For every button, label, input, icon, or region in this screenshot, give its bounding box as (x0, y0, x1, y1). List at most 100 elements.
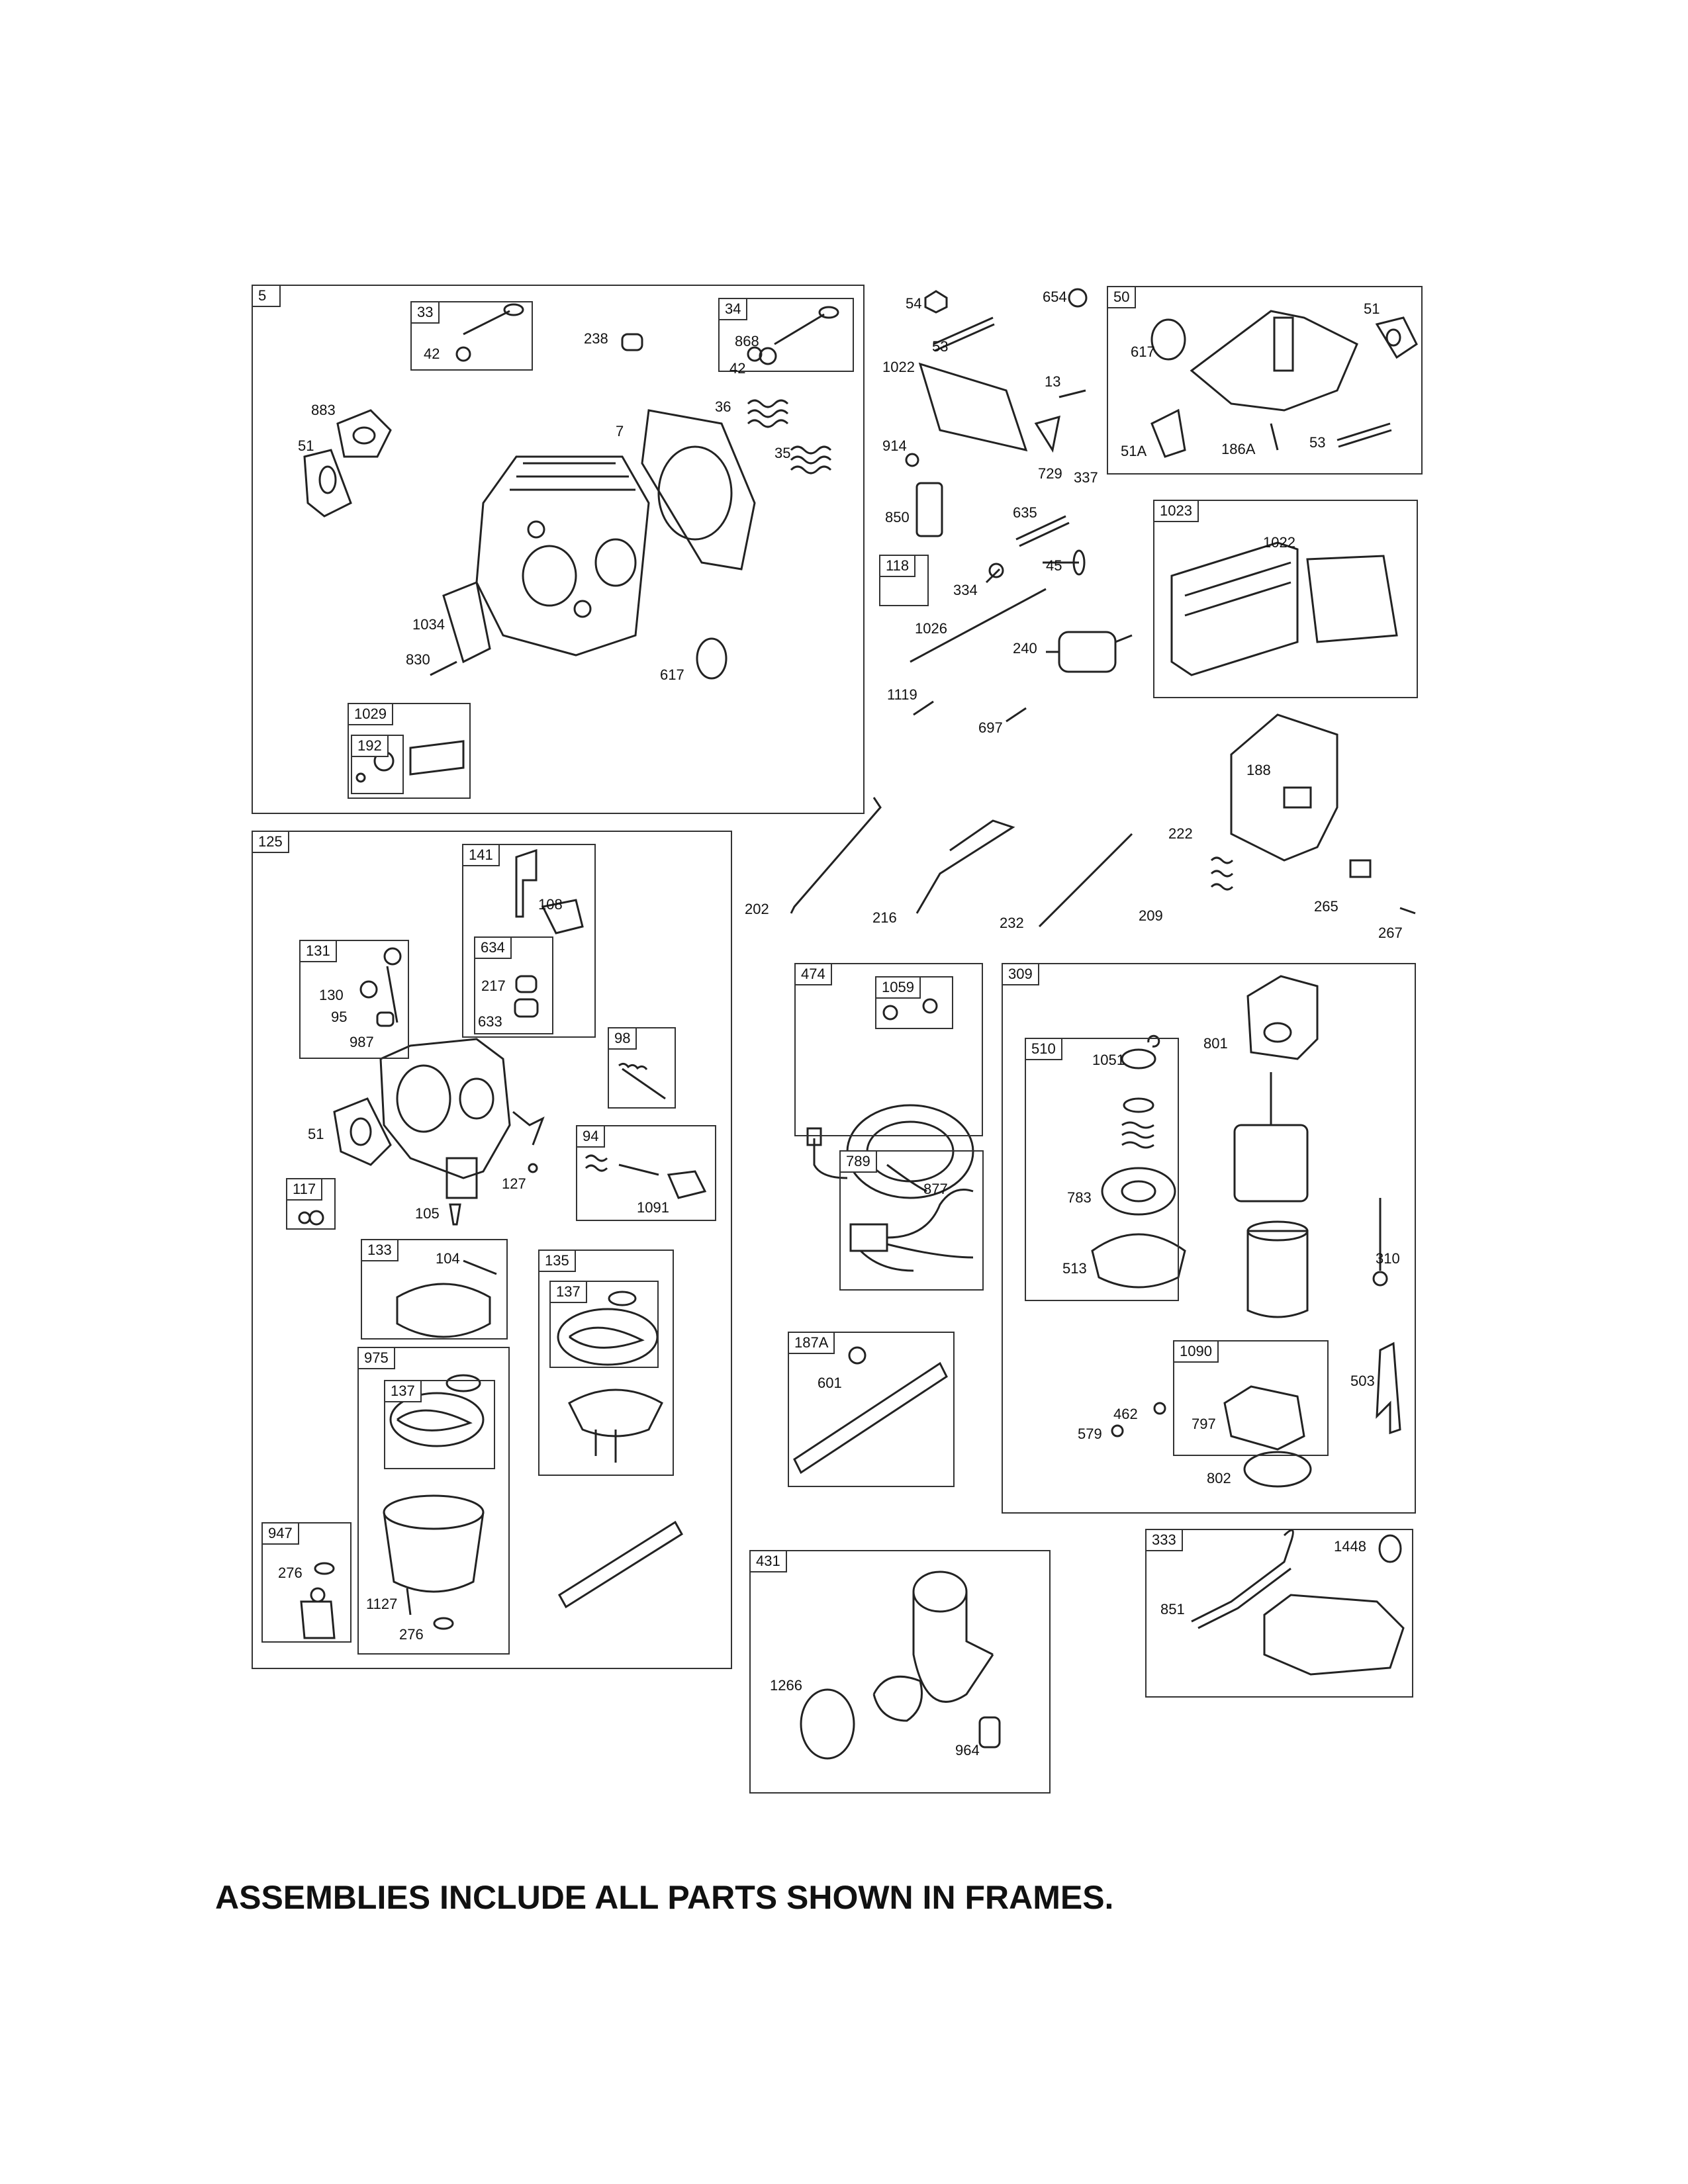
frame-1059: 1059 (875, 976, 953, 1029)
callout-label: 127 (502, 1175, 526, 1192)
callout-label: 267 (1378, 925, 1403, 941)
frame-label: 333 (1147, 1530, 1183, 1551)
frame-exhaust-valve: 34 (718, 298, 854, 372)
callout-label: 7 (616, 423, 624, 439)
valve-icon (747, 306, 839, 365)
dipstick-icon (910, 588, 1047, 663)
callout-label: 783 (1067, 1189, 1092, 1206)
carb-gasket-icon (333, 1097, 392, 1166)
callout-label: 987 (350, 1034, 374, 1050)
callout-label: 216 (872, 909, 897, 926)
bolt-icon (924, 288, 1088, 352)
float-icon (396, 1283, 491, 1338)
callout-label: 186A (1221, 441, 1256, 457)
callout-label: 1266 (770, 1677, 802, 1694)
callout-label: 633 (478, 1013, 502, 1030)
callout-label: 95 (331, 1009, 348, 1025)
callout-label: 42 (729, 360, 746, 377)
callout-label: 104 (436, 1250, 460, 1267)
callout-label: 503 (1350, 1373, 1375, 1389)
gasket-icon (303, 409, 392, 518)
frame-label: 137 (551, 1282, 587, 1303)
callout-label: 42 (424, 345, 440, 362)
callout-label: 1022 (1263, 534, 1295, 551)
callout-label: 697 (978, 719, 1003, 736)
callout-label: 108 (538, 896, 563, 913)
frame-label: 474 (796, 964, 832, 985)
frame-label: 118 (880, 556, 916, 577)
callout-label: 1448 (1334, 1538, 1366, 1555)
frame-label: 634 (475, 938, 512, 959)
callout-label: 1034 (412, 616, 445, 633)
frame-137-b: 137 (384, 1380, 495, 1469)
diaphragm-icon (389, 1392, 485, 1447)
frame-label: 5 (253, 286, 281, 307)
callout-label: 868 (735, 333, 759, 349)
frame-label: 1059 (876, 978, 921, 999)
float-bowl-icon (383, 1494, 485, 1593)
frame-screw-kit: 118 (879, 555, 929, 606)
callout-label: 601 (818, 1375, 842, 1391)
callout-label: 1119 (887, 686, 917, 703)
frame-label: 33 (412, 302, 440, 324)
callout-label: 238 (584, 330, 608, 347)
frame-starter-drive: 510 (1025, 1038, 1179, 1301)
frame-label: 117 (287, 1179, 323, 1201)
callout-label: 337 (1074, 469, 1098, 486)
callout-label: 617 (1131, 343, 1155, 360)
spring-icon (747, 399, 832, 475)
ignition-coil-icon (1191, 1529, 1405, 1676)
frame-975: 975 (357, 1347, 510, 1655)
callout-label: 1051 (1092, 1052, 1125, 1068)
frame-air-elbow: 431 (749, 1550, 1051, 1794)
plate-icon (442, 580, 491, 664)
callout-label: 188 (1246, 762, 1271, 778)
callout-label: 222 (1168, 825, 1193, 842)
callout-label: 51 (1364, 300, 1380, 317)
frame-label: 98 (609, 1028, 637, 1050)
assemblies-note: ASSEMBLIES INCLUDE ALL PARTS SHOWN IN FR… (215, 1879, 1114, 1916)
callout-label: 1127 (366, 1596, 398, 1612)
frame-label: 1023 (1154, 501, 1199, 522)
fuel-hose-icon (793, 1361, 948, 1475)
callout-label: 53 (932, 338, 949, 355)
callout-label: 513 (1062, 1260, 1087, 1277)
frame-94: 94 (576, 1125, 716, 1221)
callout-label: 334 (953, 582, 978, 598)
callout-label: 883 (311, 402, 336, 418)
frame-label: 510 (1026, 1039, 1062, 1060)
frame-label: 947 (263, 1524, 299, 1545)
frame-stator: 474 (794, 963, 983, 1136)
bolt-icon (430, 660, 457, 676)
frame-fuel-line: 187A (788, 1332, 955, 1487)
callout-label: 797 (1192, 1416, 1216, 1432)
callout-label: 729 (1038, 465, 1062, 482)
frame-label: 50 (1108, 287, 1137, 308)
callout-label: 232 (1000, 915, 1024, 931)
linkage-rod-icon (915, 819, 1015, 914)
frame-valve-cover: 1023 (1153, 500, 1418, 698)
fuel-filter-icon (1046, 631, 1133, 673)
frame-label: 94 (577, 1126, 606, 1148)
callout-label: 964 (955, 1742, 980, 1758)
callout-label: 13 (1045, 373, 1061, 390)
frame-cylinder-head: 5 (252, 285, 865, 814)
frame-141: 141 (462, 844, 596, 1038)
callout-label: 202 (745, 901, 769, 917)
callout-label: 617 (660, 666, 684, 683)
callout-label: 1026 (915, 620, 947, 637)
callout-label: 130 (319, 987, 344, 1003)
callout-label: 217 (481, 978, 506, 994)
callout-label: 51 (298, 437, 314, 454)
callout-label: 45 (1046, 557, 1062, 574)
carburetor-icon (379, 1038, 545, 1199)
callout-label: 462 (1113, 1406, 1138, 1422)
end-plate-icon (1243, 1451, 1312, 1488)
frame-carburetor: 125 (252, 831, 732, 1669)
callout-label: 209 (1139, 907, 1163, 924)
control-bracket-icon (1230, 713, 1338, 862)
callout-label: 53 (1309, 434, 1326, 451)
callout-label: 830 (406, 651, 430, 668)
callout-label: 51A (1121, 443, 1147, 459)
frame-ignition-coil: 333 (1145, 1529, 1413, 1698)
